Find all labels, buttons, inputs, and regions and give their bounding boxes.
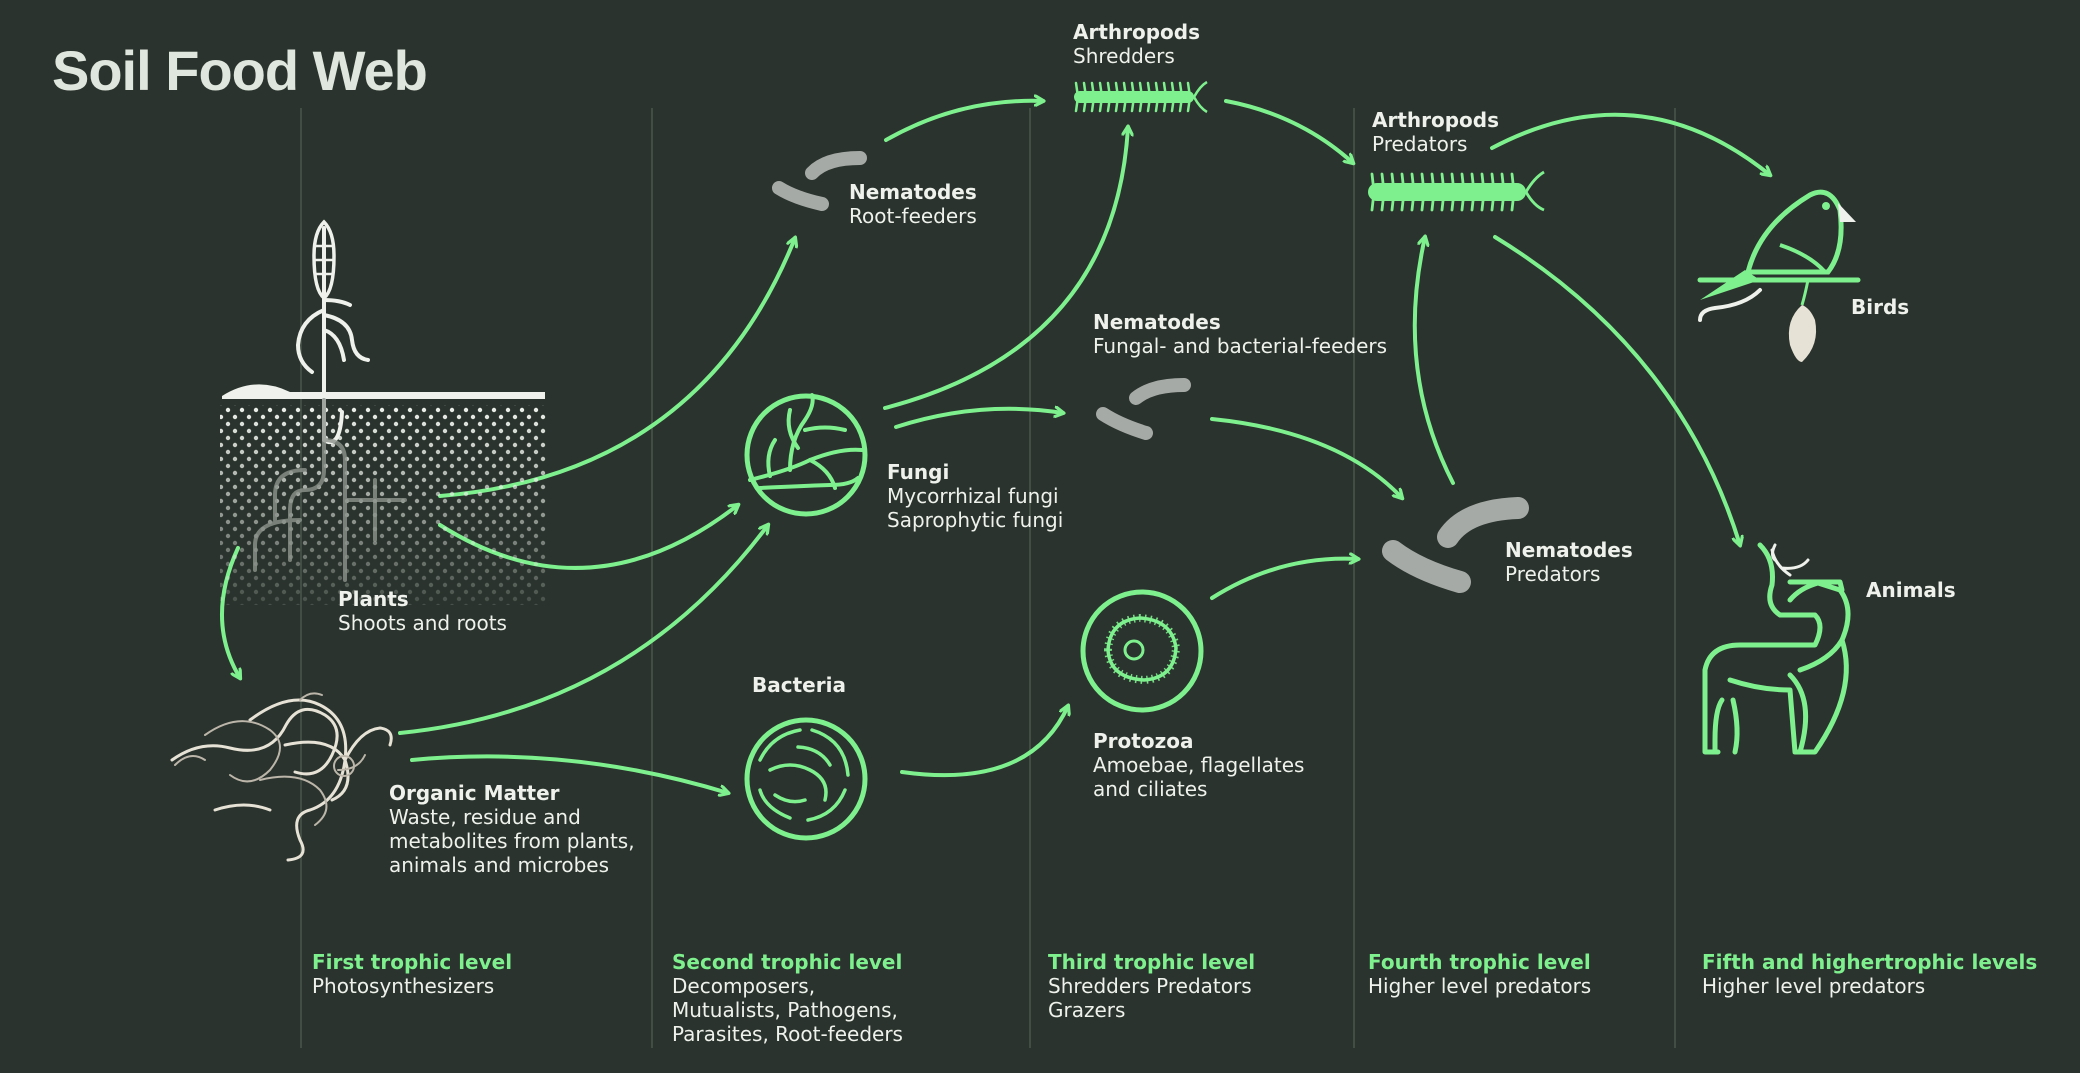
column-dividers	[300, 108, 1676, 1048]
page-title: Soil Food Web	[52, 39, 428, 102]
arrow-root-nematodes-to-shredders	[884, 101, 1043, 142]
arrow-fungal-nematodes-to-predator-nematodes	[1210, 417, 1402, 498]
arrow-predator-arthropods-to-birds	[1490, 112, 1770, 175]
protozoa-icon	[1080, 589, 1204, 713]
arrow-organic-matter-to-fungi	[398, 525, 768, 735]
arrow-protozoa-to-predator-nematodes	[1210, 559, 1358, 600]
arrow-fungi-to-shredders	[883, 127, 1128, 410]
arrow-bacteria-to-protozoa	[900, 706, 1068, 778]
plant-icon	[220, 219, 546, 605]
label-birds: Birds	[1851, 295, 1910, 319]
arrow-shredders-to-predator-arthropods	[1224, 99, 1353, 163]
label-bacteria: Bacteria	[752, 673, 846, 697]
organic-matter-icon	[170, 692, 393, 862]
centipede-icon	[1368, 170, 1545, 212]
bird-icon	[1697, 189, 1861, 362]
arrow-organic-matter-to-bacteria	[410, 754, 728, 793]
label-animals: Animals	[1866, 578, 1956, 602]
nematode-icon	[772, 151, 1529, 593]
bacteria-icon	[744, 717, 868, 841]
centipede-icon	[1074, 80, 1208, 114]
arrow-predator-nematodes-to-predator-arthropods	[1412, 237, 1455, 485]
deer-icon	[1702, 542, 1851, 755]
arrow-predator-arthropods-to-animals	[1493, 235, 1740, 545]
fungi-icon	[744, 393, 868, 517]
arrow-fungi-to-fungal-nematodes	[894, 409, 1063, 429]
